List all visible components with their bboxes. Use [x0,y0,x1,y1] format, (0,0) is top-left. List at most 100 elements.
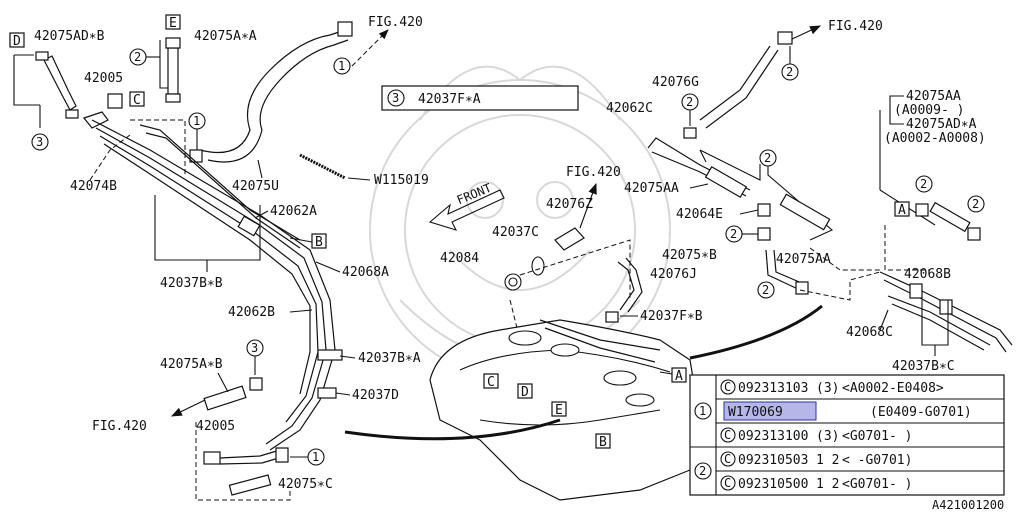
svg-text:3: 3 [251,341,258,355]
svg-text:1 2: 1 2 [816,477,839,492]
svg-text:<A0002-E0408>: <A0002-E0408> [842,381,944,396]
svg-text:C: C [724,476,731,490]
svg-text:C: C [724,452,731,466]
svg-text:42068A: 42068A [342,265,389,280]
left-pipe-bundle [91,119,343,451]
svg-text:(E0409-G0701): (E0409-G0701) [870,405,972,420]
left-bottom-hoses: 42075A∗B 3 FIG.420 42005 1 42075∗C [92,339,333,501]
part-box-42037F-A: 3 42037F∗A [381,85,579,111]
part-label-42075AD-B: 42075AD∗B [34,29,105,44]
svg-text:2: 2 [920,177,927,191]
svg-text:42075AA: 42075AA [776,252,831,267]
callout-3 [31,133,49,151]
svg-text:42068B: 42068B [904,267,951,282]
svg-text:42075A∗A: 42075A∗A [194,29,257,44]
svg-text:42075∗B: 42075∗B [662,248,717,263]
right-hoses: FIG.420 2 42076G 2 42062C 2 42075AA 4206… [606,19,883,301]
diagram-id: A421001200 [932,498,1004,512]
svg-text:2: 2 [699,464,706,478]
svg-text:D: D [521,385,529,400]
svg-text:42037D: 42037D [352,388,399,403]
svg-text:42037C: 42037C [492,225,539,240]
fuel-tank: C D E B A [429,319,701,501]
svg-text:42076J: 42076J [650,267,697,282]
svg-text:1: 1 [699,404,706,418]
table-group-2 [694,462,712,480]
svg-text:092310503: 092310503 [738,453,808,468]
svg-text:1: 1 [193,114,200,128]
svg-text:42037F∗B: 42037F∗B [640,309,703,324]
parts-table: 1 2 C 092313103 (3) <A0002-E0408> W17006… [689,374,1005,496]
svg-text:FIG.420: FIG.420 [828,19,883,34]
svg-text:E: E [555,403,563,418]
svg-text:42062C: 42062C [606,101,653,116]
svg-text:42037B∗C: 42037B∗C [892,359,955,374]
svg-text:42075U: 42075U [232,179,279,194]
svg-text:42075A∗B: 42075A∗B [160,357,223,372]
svg-text:<G0701- ): <G0701- ) [842,477,912,492]
svg-text:(A0009- ): (A0009- ) [894,103,964,118]
svg-text:42075AA: 42075AA [906,89,961,104]
svg-text:(3): (3) [816,381,839,396]
svg-text:42037F∗A: 42037F∗A [418,92,481,107]
table-row: C 092313100 (3) <G0701- ) [720,427,912,444]
right-upper-right: 42075AA (A0009- ) 42075AD∗A (A0002-A0008… [846,89,1013,374]
svg-text:E: E [169,16,177,31]
svg-text:42037B∗B: 42037B∗B [160,276,223,291]
svg-text:3: 3 [36,135,43,149]
svg-text:B: B [599,435,607,450]
svg-text:092313103: 092313103 [738,381,808,396]
svg-text:(A0002-A0008): (A0002-A0008) [884,131,986,146]
svg-text:42062B: 42062B [228,305,275,320]
table-row: C 092310500 1 2 <G0701- ) [720,475,912,492]
svg-text:2: 2 [686,95,693,109]
svg-text:FIG.420: FIG.420 [92,419,147,434]
svg-text:42076G: 42076G [652,75,699,90]
table-row: C 092310503 1 2 < -G0701) [720,451,912,468]
svg-text:W170069: W170069 [728,405,783,420]
svg-text:3: 3 [392,91,399,105]
svg-text:FIG.420: FIG.420 [566,165,621,180]
part-label-42062A: 42062A [270,204,317,219]
svg-text:2: 2 [764,151,771,165]
svg-text:42064E: 42064E [676,207,723,222]
svg-text:2: 2 [134,50,141,64]
svg-text:A: A [898,203,906,218]
svg-text:FIG.420: FIG.420 [368,15,423,30]
svg-text:2: 2 [730,227,737,241]
ref-letter-D: D [13,34,21,49]
svg-text:092310500: 092310500 [738,477,808,492]
table-group-1 [694,402,712,420]
svg-text:C: C [133,93,141,108]
highlighted-part [723,401,817,421]
svg-text:B: B [315,235,323,250]
left-top-hoses: D 42075AD∗B 3 E 42075A∗A 2 42005 C 1 [9,14,423,194]
svg-text:42075AA: 42075AA [624,181,679,196]
svg-text:42037B∗A: 42037B∗A [358,351,421,366]
bolt-W115019: W115019 [299,153,429,188]
svg-text:42068C: 42068C [846,325,893,340]
svg-text:42076Z: 42076Z [546,197,593,212]
center-filler-parts: FIG.420 42076Z 42037C 42084 42076J 42037… [440,165,703,341]
svg-text:<G0701- ): <G0701- ) [842,429,912,444]
svg-text:42005: 42005 [84,71,123,86]
svg-text:C: C [487,375,495,390]
svg-text:1: 1 [338,59,345,73]
svg-text:C: C [724,380,731,394]
svg-text:< -G0701): < -G0701) [842,453,912,468]
svg-text:42075AD∗A: 42075AD∗A [906,117,977,132]
svg-text:42075∗C: 42075∗C [278,477,333,492]
svg-text:42005: 42005 [196,419,235,434]
svg-text:2: 2 [972,197,979,211]
table-row[interactable]: W170069 (E0409-G0701) [723,401,972,421]
ref-letter-D-box [9,32,25,48]
svg-text:A: A [675,369,683,384]
svg-text:C: C [724,428,731,442]
svg-text:2: 2 [786,65,793,79]
svg-text:1 2: 1 2 [816,453,839,468]
svg-text:42084: 42084 [440,251,479,266]
svg-text:W115019: W115019 [374,173,429,188]
svg-text:2: 2 [762,283,769,297]
front-arrow-icon: FRONT [428,181,505,231]
